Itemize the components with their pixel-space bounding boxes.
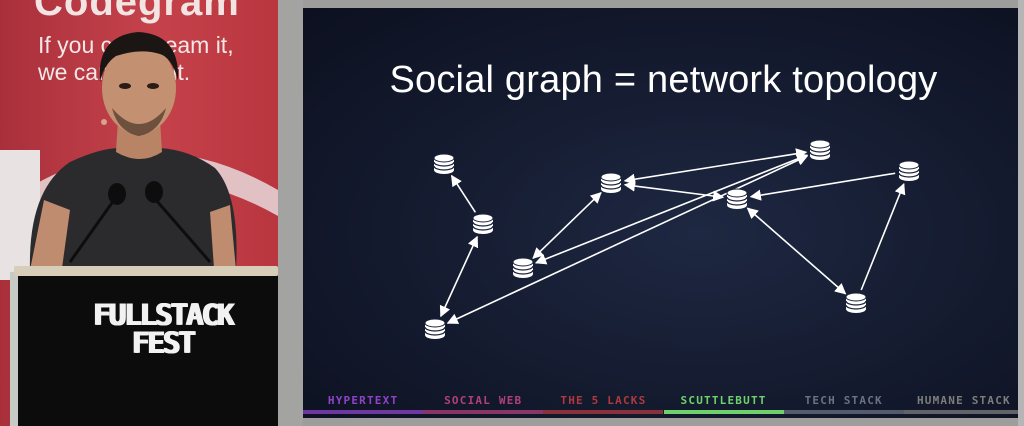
speaker-left-arm — [30, 200, 70, 270]
podium-top — [14, 266, 278, 276]
microphone-left — [108, 183, 126, 205]
nav-item-underline — [903, 410, 1024, 414]
database-node-icon — [809, 139, 831, 161]
nav-item-label: TECH STACK — [804, 394, 883, 407]
graph-edge — [534, 153, 809, 265]
nav-item-tech-stack[interactable]: TECH STACK — [783, 390, 904, 418]
nav-item-underline — [423, 410, 544, 414]
speaker-right-arm — [210, 205, 236, 270]
database-node-icon — [845, 292, 867, 314]
nav-item-humane-stack[interactable]: HUMANE STACK — [903, 390, 1024, 418]
graph-edge — [532, 191, 602, 260]
database-node-icon — [433, 153, 455, 175]
panel-divider — [278, 0, 303, 426]
frame-right-edge — [1018, 0, 1024, 426]
podium-logo-line-2: FEST — [132, 326, 196, 360]
nav-item-underline — [783, 410, 904, 414]
speaker-right-eye — [147, 83, 159, 89]
graph-edge — [749, 172, 896, 201]
mic-stand-left — [68, 199, 116, 263]
database-node-icon — [726, 188, 748, 210]
banner-brand-text: Codegram — [34, 0, 240, 24]
nav-item-social-web[interactable]: SOCIAL WEB — [423, 390, 544, 418]
podium-edge — [10, 272, 20, 426]
nav-item-hypertext[interactable]: HYPERTEXT — [303, 390, 424, 418]
graph-edge — [439, 235, 479, 318]
speaker-beard — [112, 108, 166, 136]
database-node-icon — [898, 160, 920, 182]
database-node-icon — [512, 257, 534, 279]
graph-edge — [623, 180, 725, 202]
speaker-shirt — [29, 148, 237, 270]
speaker-face — [102, 42, 176, 134]
microphone-right — [145, 181, 163, 203]
database-node-icon — [472, 213, 494, 235]
nav-item-label: SCUTTLEBUTT — [680, 394, 767, 407]
nav-item-the-5-lacks[interactable]: THE 5 LACKS — [543, 390, 664, 418]
nav-item-underline — [663, 410, 784, 414]
nav-item-underline — [543, 410, 664, 414]
nav-item-underline — [303, 410, 424, 414]
presentation-slide: Social graph = network topology HYPERTEX… — [303, 8, 1024, 418]
section-nav-bar: HYPERTEXT SOCIAL WEB THE 5 LACKS SCUTTLEBUT… — [303, 390, 1024, 418]
speaker-figure — [0, 32, 278, 280]
nav-item-label: THE 5 LACKS — [560, 394, 647, 407]
graph-edge — [450, 174, 477, 213]
graph-edge — [623, 148, 808, 185]
speaker-video-panel: Codegram If you can dream it, we can bui… — [0, 0, 278, 426]
database-node-icon — [600, 172, 622, 194]
graph-edge — [860, 182, 906, 291]
speaker-hair — [99, 32, 179, 82]
speaker-left-eye — [119, 83, 131, 89]
graph-edge — [746, 207, 847, 295]
nav-item-label: HUMANE STACK — [916, 394, 1011, 407]
network-graph — [424, 139, 920, 340]
nav-item-label: SOCIAL WEB — [444, 394, 523, 407]
podium-logo-line-1: FULLSTACK — [93, 298, 234, 332]
mic-stand-right — [154, 199, 212, 263]
headset-mic — [101, 119, 107, 125]
slide-title: Social graph = network topology — [389, 59, 938, 101]
podium — [18, 276, 278, 426]
nav-item-scuttlebutt[interactable]: SCUTTLEBUTT — [663, 390, 784, 418]
database-node-icon — [424, 318, 446, 340]
nav-item-label: HYPERTEXT — [327, 394, 399, 407]
